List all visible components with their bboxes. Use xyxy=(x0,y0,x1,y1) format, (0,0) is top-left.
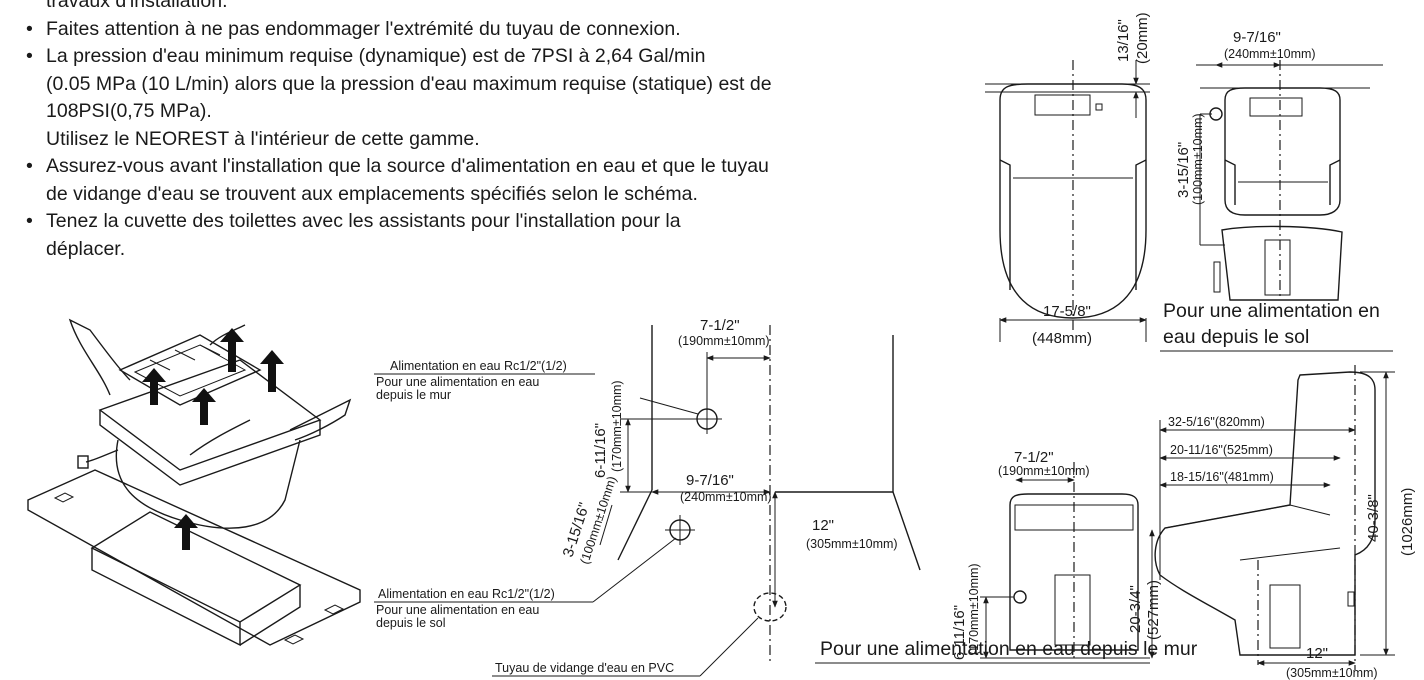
instruction-item: Tenez la cuvette des toilettes avec les … xyxy=(22,208,982,236)
instruction-line: de vidange d'eau se trouvent aux emplace… xyxy=(46,182,698,205)
dim-3-15-16-top-mm: (100mm±10mm) xyxy=(1191,113,1205,205)
dim-20-3-4: 20-3/4" xyxy=(1127,585,1144,633)
dim-7-1-2-br-mm: (190mm±10mm) xyxy=(998,464,1090,478)
dim-17-5-8: 17-5/8" xyxy=(1043,303,1091,320)
dim-13-16: 13/16" xyxy=(1115,19,1132,62)
wall-supply-sub-1: Pour une alimentation en eau xyxy=(376,375,539,389)
dim-17-5-8-mm: (448mm) xyxy=(1032,330,1092,347)
dim-9-7-16: 9-7/16" xyxy=(686,472,734,489)
side-view-diagram: 32-5/16"(820mm) 20-11/16"(525mm) 18-15/1… xyxy=(1154,365,1416,680)
dim-40-3-8-mm: (1026mm) xyxy=(1399,488,1416,556)
dim-9-7-16-mm: (240mm±10mm) xyxy=(680,490,772,504)
dim-6-11-16: 6-11/16" xyxy=(592,423,609,478)
caption-wall-supply: Pour une alimentation en eau depuis le m… xyxy=(820,638,1198,660)
dim-6-11-16-br: 6-11/16" xyxy=(951,605,968,660)
dim-12-mm: (305mm±10mm) xyxy=(806,537,898,551)
instruction-line: déplacer. xyxy=(46,237,126,260)
instruction-item: Faites attention à ne pas endommager l'e… xyxy=(22,16,982,44)
instruction-line: Utilisez le NEOREST à l'intérieur de cet… xyxy=(46,127,480,150)
dim-7-1-2-mm: (190mm±10mm) xyxy=(678,334,770,348)
drain-label: Tuyau de vidange d'eau en PVC xyxy=(495,661,674,675)
dim-6-11-16-br-mm: (170mm±10mm) xyxy=(967,563,981,655)
floor-supply-label: Alimentation en eau Rc1/2"(1/2) xyxy=(378,587,555,601)
top-view-diagram: 13/16" (20mm) 17-5/8" (448mm) xyxy=(985,12,1151,347)
instruction-line: travaux d'installation. xyxy=(46,0,228,12)
front-view-floor-supply-diagram: 9-7/16" (240mm±10mm) 3-15/16" (100mm±10m… xyxy=(1160,29,1393,352)
dim-20-11-16: 20-11/16"(525mm) xyxy=(1170,443,1273,457)
dim-7-1-2-br: 7-1/2" xyxy=(1014,449,1054,466)
dim-12: 12" xyxy=(812,517,834,534)
dim-18-15-16: 18-15/16"(481mm) xyxy=(1170,470,1274,484)
instruction-line: (0.05 MPa (10 L/min) alors que la pressi… xyxy=(46,72,772,95)
dim-12-br: 12" xyxy=(1306,645,1328,662)
instruction-list: travaux d'installation. Faites attention… xyxy=(22,0,982,263)
wall-supply-sub-2: depuis le mur xyxy=(376,388,451,402)
dim-32-5-16: 32-5/16"(820mm) xyxy=(1168,415,1265,429)
floor-supply-sub-1: Pour une alimentation en eau xyxy=(376,603,539,617)
dim-9-7-16-top-mm: (240mm±10mm) xyxy=(1224,47,1316,61)
dim-40-3-8: 40-3/8" xyxy=(1365,494,1382,542)
dim-9-7-16-top: 9-7/16" xyxy=(1233,29,1281,46)
caption-floor-supply-1: Pour une alimentation en xyxy=(1163,300,1380,322)
instruction-line: 108PSI(0,75 MPa). xyxy=(46,100,212,122)
instruction-item: Assurez-vous avant l'installation que la… xyxy=(22,153,982,181)
floor-supply-sub-2: depuis le sol xyxy=(376,616,446,630)
front-view-wall-supply-diagram: 7-1/2" (190mm±10mm) 6-11/16" (170mm±10mm… xyxy=(815,449,1198,664)
caption-floor-supply-2: eau depuis le sol xyxy=(1163,326,1309,348)
supply-drain-position-diagram: Alimentation en eau Rc1/2"(1/2) Pour une… xyxy=(374,317,921,677)
lift-arrow-icon xyxy=(142,328,284,550)
dim-6-11-16-mm: (170mm±10mm) xyxy=(610,380,624,472)
dim-3-15-16-top: 3-15/16" xyxy=(1175,142,1192,198)
toilet-lifting-illustration xyxy=(27,318,361,647)
wall-supply-label: Alimentation en eau Rc1/2"(1/2) xyxy=(390,359,567,373)
instruction-item: La pression d'eau minimum requise (dynam… xyxy=(22,43,982,71)
dim-20-3-4-mm: (527mm) xyxy=(1145,580,1162,640)
dim-13-16-mm: (20mm) xyxy=(1134,12,1151,64)
dim-12-br-mm: (305mm±10mm) xyxy=(1286,666,1378,680)
dim-7-1-2: 7-1/2" xyxy=(700,317,740,334)
